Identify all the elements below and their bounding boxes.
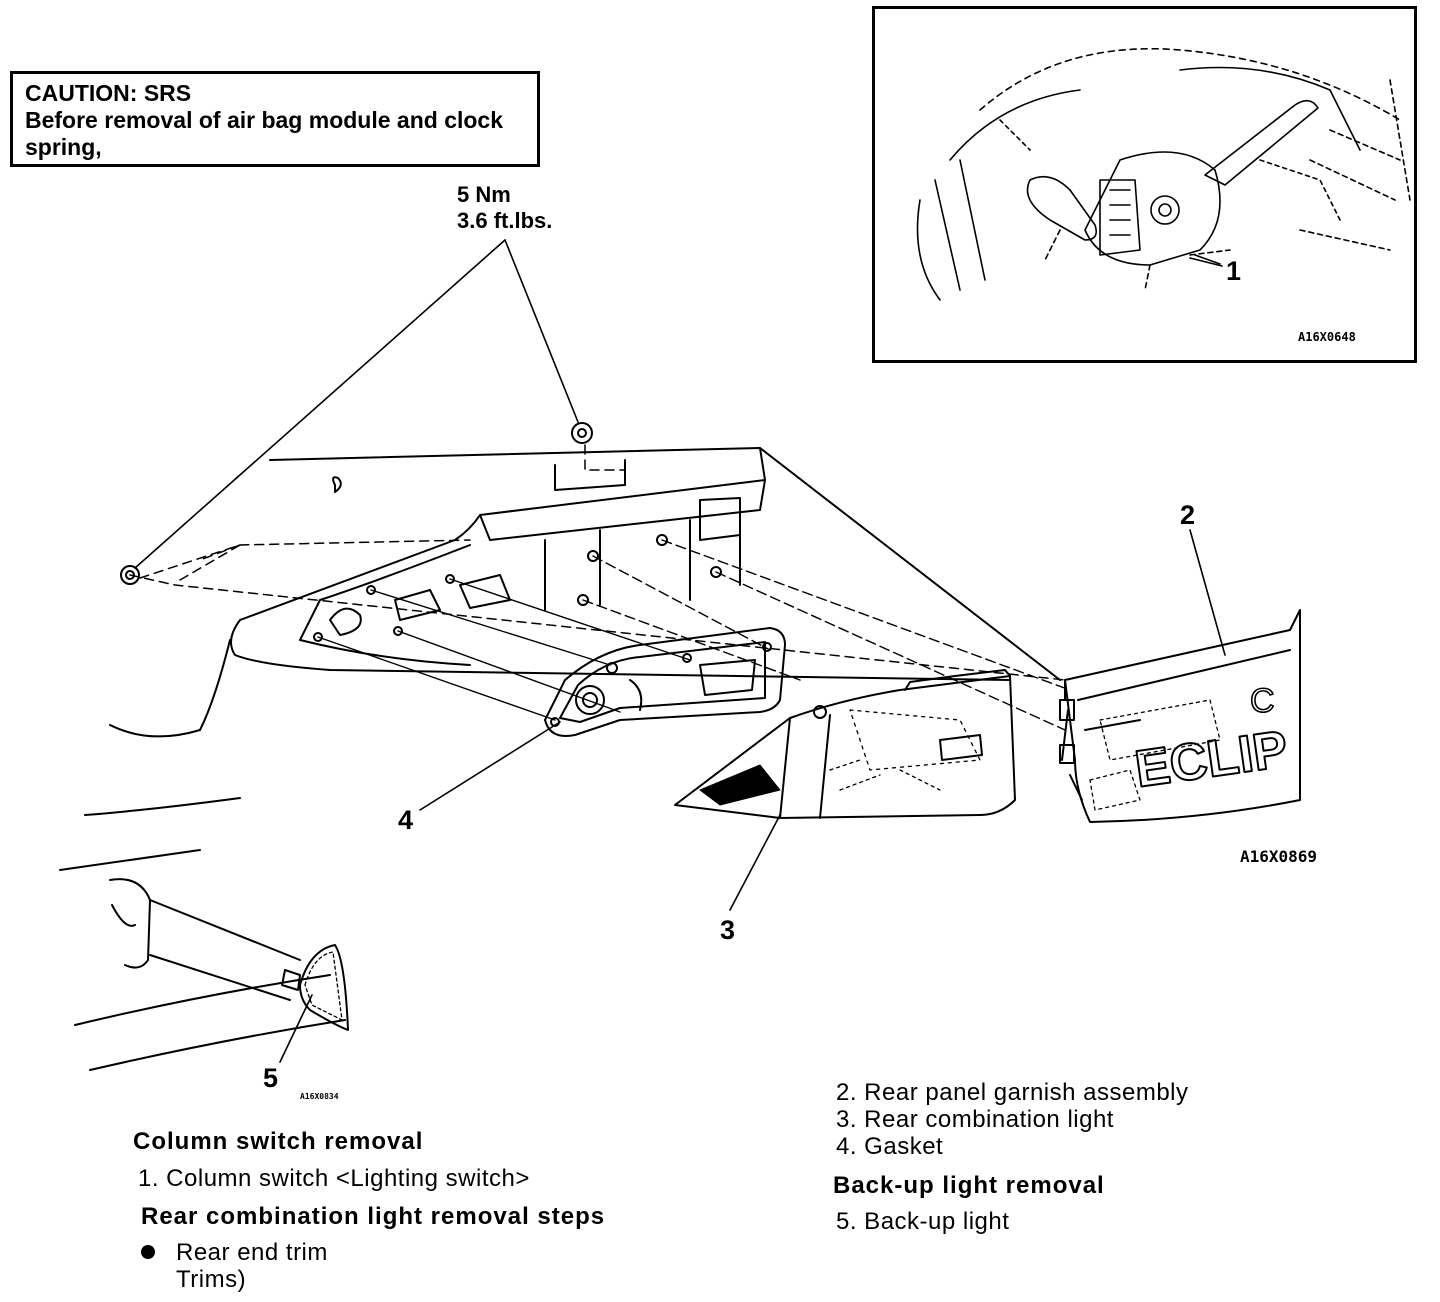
bullet-icon: [141, 1245, 155, 1259]
item-2: 2. Rear panel garnish assembly: [836, 1079, 1189, 1106]
rear-combination-steps-heading: Rear combination light removal steps: [141, 1203, 606, 1230]
caution-title: CAUTION: SRS: [25, 80, 192, 106]
callout-2: 2: [1180, 500, 1196, 530]
inset-figure-code: A16X0648: [1298, 330, 1356, 344]
callout-1: 1: [1226, 256, 1242, 286]
item-3: 3. Rear combination light: [836, 1106, 1114, 1133]
torque-nm: 5 Nm: [457, 182, 511, 207]
column-switch-removal-heading: Column switch removal: [133, 1128, 424, 1155]
backup-light-removal-heading: Back-up light removal: [833, 1172, 1105, 1199]
callout-5: 5: [263, 1063, 279, 1093]
main-figure-code: A16X0869: [1240, 847, 1318, 866]
rear-end-trim-item: Rear end trim: [176, 1239, 328, 1266]
rear-panel-illustration: ECLIP C: [109, 422, 1301, 823]
column-switch-illustration: [916, 47, 1411, 301]
torque-spec: 5 Nm 3.6 ft.lbs.: [457, 182, 552, 234]
item-5: 5. Back-up light: [836, 1208, 1010, 1235]
column-switch-item: 1. Column switch <Lighting switch>: [138, 1165, 530, 1192]
backup-figure-code: A16X0834: [300, 1092, 339, 1101]
caution-line-2: spring,: [25, 134, 102, 160]
callout-4: 4: [398, 805, 414, 835]
callout-3: 3: [720, 915, 736, 945]
torque-ftlbs: 3.6 ft.lbs.: [457, 208, 553, 233]
emblem-text: ECLIP: [1132, 720, 1292, 799]
backup-light-illustration: [59, 797, 349, 1071]
caution-line-1: Before removal of air bag module and clo…: [25, 107, 504, 133]
trims-item: Trims): [176, 1266, 247, 1293]
caution-box: CAUTION: SRS Before removal of air bag m…: [10, 71, 540, 167]
column-switch-inset-frame: [872, 6, 1417, 363]
emblem-c: C: [1250, 682, 1275, 720]
item-4: 4. Gasket: [836, 1133, 944, 1160]
callout-leaders: [134, 239, 1226, 1063]
